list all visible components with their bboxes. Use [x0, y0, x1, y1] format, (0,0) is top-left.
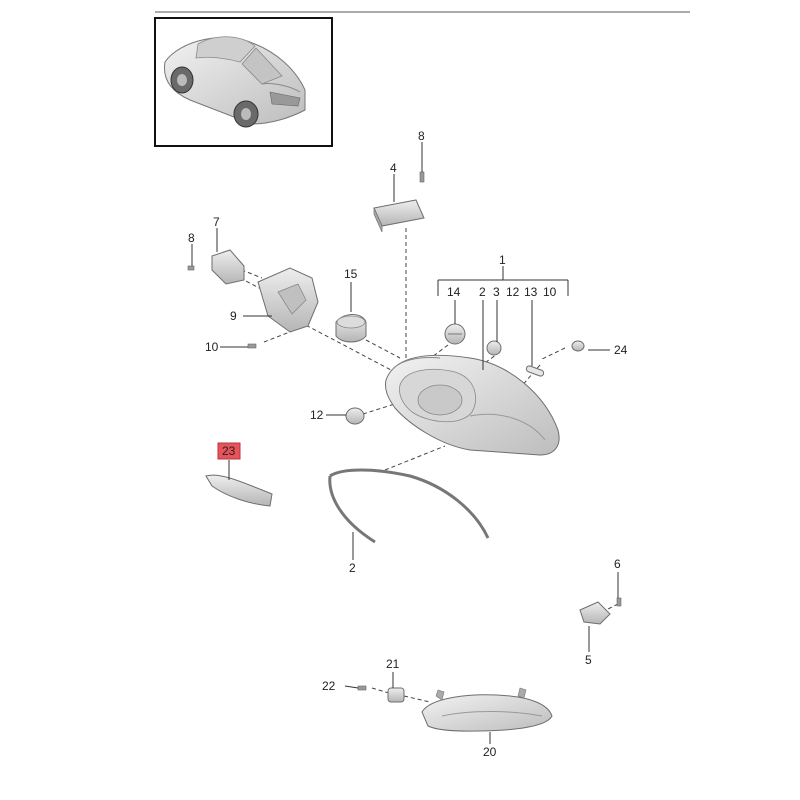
callout-5: 5	[585, 653, 592, 667]
car-thumbnail-icon	[163, 36, 306, 128]
callout-23-label: 23	[222, 444, 236, 458]
callout-10-left: 10	[205, 340, 219, 354]
part-9-housing-bracket	[257, 267, 319, 333]
part-10-screw-left	[247, 343, 257, 349]
part-5-module	[579, 601, 611, 625]
callout-15: 15	[344, 267, 358, 281]
callout-22: 22	[322, 679, 336, 693]
part-8-screw-left	[187, 265, 195, 271]
callout-6: 6	[614, 557, 621, 571]
callout-23-highlighted[interactable]: 23	[217, 442, 241, 460]
part-4-control-unit	[373, 199, 425, 233]
part-24-cap	[571, 340, 585, 352]
callout-labels: 8 4 7 8 1 15 14 2 3 12 13 10 9 10 24 12 …	[188, 129, 628, 759]
callout-8-top: 8	[418, 129, 425, 143]
callout-8-left: 8	[188, 231, 195, 245]
leader-lines	[191, 142, 619, 744]
part-6-screw	[616, 597, 622, 607]
part-headlight	[385, 354, 560, 456]
part-3-bulb	[486, 340, 502, 356]
callout-3: 3	[493, 285, 500, 299]
callout-2-bottom: 2	[349, 561, 356, 575]
part-2-seal	[328, 468, 490, 544]
part-13-sealing	[525, 365, 545, 377]
callout-20: 20	[483, 745, 497, 759]
callout-14: 14	[447, 285, 461, 299]
callout-7: 7	[213, 215, 220, 229]
callout-21: 21	[386, 657, 400, 671]
callout-12-top: 12	[506, 285, 520, 299]
part-20-drl	[421, 687, 553, 732]
callout-1: 1	[499, 253, 506, 267]
callout-13: 13	[524, 285, 538, 299]
callout-12-left: 12	[310, 408, 324, 422]
callout-4: 4	[390, 161, 397, 175]
callout-24: 24	[614, 343, 628, 357]
callout-2-top: 2	[479, 285, 486, 299]
part-7-bracket	[211, 249, 245, 285]
part-21-connector	[387, 687, 405, 703]
part-8-screw-top	[419, 171, 425, 183]
part-12-cover	[345, 407, 365, 425]
part-14-fan	[444, 323, 466, 345]
part-22-screw	[357, 685, 367, 691]
callout-10-top: 10	[543, 285, 557, 299]
part-23-trim[interactable]	[205, 474, 273, 507]
part-15-cap	[335, 314, 367, 343]
vehicle-thumbnail	[154, 17, 333, 147]
callout-9: 9	[230, 309, 237, 323]
